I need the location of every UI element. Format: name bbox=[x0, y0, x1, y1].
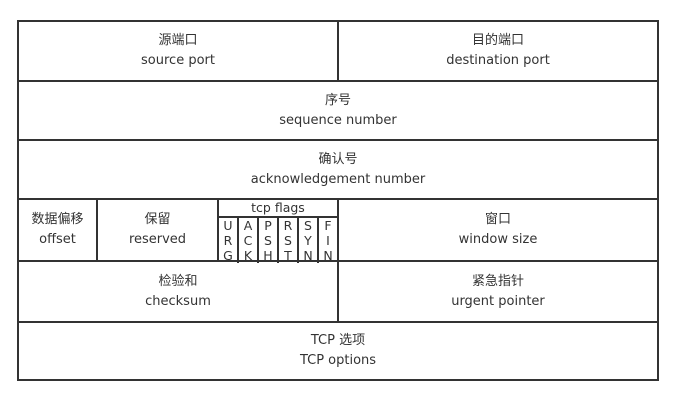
row-offset-flags-window: 数据偏移 offset 保留 reserved tcp flags U R G … bbox=[19, 198, 657, 264]
flag-fin-letter-3: N bbox=[323, 248, 333, 264]
window-size-label-zh: 窗口 bbox=[484, 211, 511, 227]
flag-ack-letter-3: K bbox=[243, 248, 253, 264]
tcp-options-label-en: TCP options bbox=[299, 353, 377, 369]
cell-tcp-flags: tcp flags U R G A C K P S H R bbox=[217, 200, 337, 264]
flag-syn: S Y N bbox=[297, 218, 317, 264]
tcp-options-label-zh: TCP 选项 bbox=[310, 333, 366, 349]
flag-ack: A C K bbox=[237, 218, 257, 264]
data-offset-label-zh: 数据偏移 bbox=[31, 211, 84, 227]
flag-ack-letter-2: C bbox=[243, 233, 253, 249]
cell-source-port: 源端口 source port bbox=[19, 22, 337, 80]
flag-urg-letter-2: R bbox=[223, 233, 233, 249]
cell-checksum: 检验和 checksum bbox=[19, 262, 337, 322]
data-offset-label-en: offset bbox=[39, 231, 76, 247]
flag-rst-letter-2: S bbox=[284, 233, 292, 249]
checksum-label-zh: 检验和 bbox=[158, 273, 198, 289]
flag-rst-letter-1: R bbox=[283, 218, 293, 234]
sequence-number-label-zh: 序号 bbox=[324, 92, 351, 108]
sequence-number-label-en: sequence number bbox=[279, 112, 397, 128]
flag-fin-letter-2: I bbox=[326, 233, 330, 249]
flag-syn-letter-2: Y bbox=[304, 233, 312, 249]
row-sequence-number: 序号 sequence number bbox=[19, 79, 657, 140]
flag-fin: F I N bbox=[317, 218, 337, 264]
cell-reserved: 保留 reserved bbox=[96, 200, 217, 260]
window-size-label-en: window size bbox=[458, 231, 538, 247]
flag-psh-letter-1: P bbox=[264, 218, 272, 234]
flag-fin-letter-1: F bbox=[324, 218, 332, 234]
tcp-flags-header-label: tcp flags bbox=[219, 200, 337, 219]
row-checksum-urgent: 检验和 checksum 紧急指针 urgent pointer bbox=[19, 259, 657, 322]
reserved-label-en: reserved bbox=[128, 231, 187, 247]
acknowledgement-number-label-en: acknowledgement number bbox=[250, 171, 426, 187]
flag-psh-letter-3: H bbox=[263, 248, 273, 264]
row-acknowledgement-number: 确认号 acknowledgement number bbox=[19, 139, 657, 198]
flag-ack-letter-1: A bbox=[243, 218, 253, 234]
cell-urgent-pointer: 紧急指针 urgent pointer bbox=[337, 261, 657, 322]
cell-sequence-number: 序号 sequence number bbox=[19, 82, 657, 140]
tcp-header-diagram: 源端口 source port 目的端口 destination port 序号… bbox=[17, 20, 659, 381]
urgent-pointer-label-en: urgent pointer bbox=[451, 293, 545, 309]
tcp-flags-cells: U R G A C K P S H R S T bbox=[219, 218, 337, 264]
reserved-label-zh: 保留 bbox=[144, 211, 171, 227]
cell-tcp-options: TCP 选项 TCP options bbox=[19, 323, 657, 379]
flag-urg-letter-1: U bbox=[223, 218, 233, 234]
cell-data-offset: 数据偏移 offset bbox=[19, 200, 96, 260]
checksum-label-en: checksum bbox=[145, 293, 211, 309]
source-port-label-en: source port bbox=[141, 52, 215, 68]
source-port-label-zh: 源端口 bbox=[158, 32, 198, 48]
flag-syn-letter-3: N bbox=[303, 248, 313, 264]
cell-window-size: 窗口 window size bbox=[337, 200, 657, 260]
flag-urg-letter-3: G bbox=[223, 248, 233, 264]
flag-psh: P S H bbox=[257, 218, 277, 264]
row-ports: 源端口 source port 目的端口 destination port bbox=[19, 22, 657, 80]
flag-syn-letter-1: S bbox=[304, 218, 312, 234]
cell-destination-port: 目的端口 destination port bbox=[337, 22, 657, 80]
cell-acknowledgement-number: 确认号 acknowledgement number bbox=[19, 141, 657, 198]
urgent-pointer-label-zh: 紧急指针 bbox=[471, 273, 524, 289]
flag-rst: R S T bbox=[277, 218, 297, 264]
destination-port-label-zh: 目的端口 bbox=[471, 32, 524, 48]
destination-port-label-en: destination port bbox=[446, 52, 550, 68]
flag-psh-letter-2: S bbox=[264, 233, 272, 249]
flag-urg: U R G bbox=[219, 218, 237, 263]
row-tcp-options: TCP 选项 TCP options bbox=[19, 321, 657, 379]
acknowledgement-number-label-zh: 确认号 bbox=[318, 151, 358, 167]
flag-rst-letter-3: T bbox=[284, 248, 292, 264]
